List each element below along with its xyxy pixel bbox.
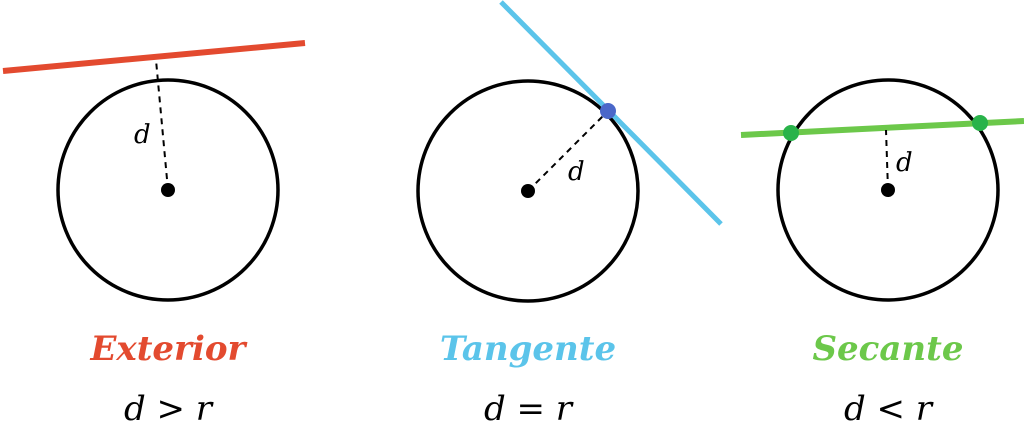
exterior-title: Exterior bbox=[90, 329, 248, 369]
tangente-circle bbox=[416, 79, 640, 303]
panel-tangente: d Tangente d = r bbox=[416, 0, 723, 429]
tangente-distance-segment bbox=[527, 110, 609, 192]
exterior-distance-label: d bbox=[134, 120, 151, 150]
exterior-line bbox=[2, 40, 306, 74]
secante-title: Secante bbox=[813, 329, 964, 369]
tangente-relation: d = r bbox=[484, 389, 574, 429]
secante-center-point bbox=[881, 183, 895, 197]
secante-relation: d < r bbox=[844, 389, 934, 429]
tangente-center-point bbox=[521, 184, 535, 198]
secante-circle bbox=[776, 78, 1000, 302]
panel-secante: d Secante d < r bbox=[740, 78, 1024, 429]
secante-distance-segment bbox=[885, 129, 889, 191]
secante-intersection-point-right bbox=[972, 115, 988, 131]
tangente-tangent-point bbox=[600, 103, 616, 119]
panel-exterior: d Exterior d > r bbox=[2, 40, 306, 429]
exterior-circle bbox=[56, 78, 280, 302]
exterior-relation: d > r bbox=[124, 389, 214, 429]
secante-intersection-point-left bbox=[783, 125, 799, 141]
tangente-distance-label: d bbox=[568, 157, 585, 187]
exterior-center-point bbox=[161, 183, 175, 197]
tangente-title: Tangente bbox=[440, 329, 616, 369]
secante-distance-label: d bbox=[896, 148, 913, 178]
